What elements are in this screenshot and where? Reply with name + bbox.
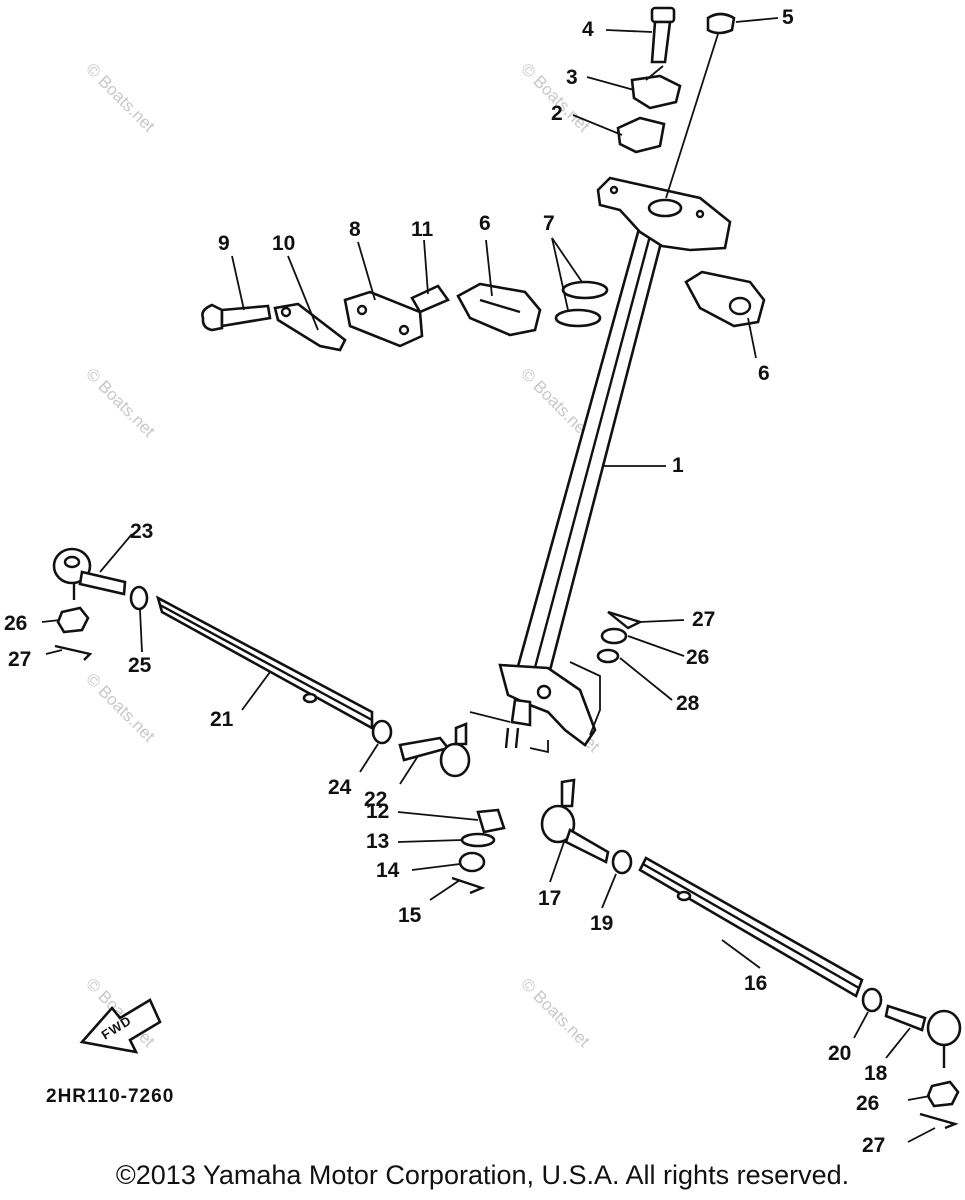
callout-28: 28 xyxy=(676,692,700,715)
steering-column xyxy=(498,176,732,749)
left-bracket-parts xyxy=(201,280,609,352)
callout-21: 21 xyxy=(210,708,234,731)
watermark-text: © Boats.net xyxy=(517,974,594,1051)
callout-7: 7 xyxy=(543,212,555,235)
callout-8: 8 xyxy=(349,218,361,241)
left-tie-rod xyxy=(52,547,471,778)
callout-26-lower-right: 26 xyxy=(856,1092,879,1115)
right-tie-rod xyxy=(540,778,962,1130)
callout-16: 16 xyxy=(744,972,767,995)
watermark-text: © Boats.net xyxy=(82,364,159,441)
callout-18: 18 xyxy=(864,1062,888,1085)
callout-4: 4 xyxy=(582,18,594,41)
callout-10: 10 xyxy=(272,232,295,255)
callout-24: 24 xyxy=(328,776,352,799)
callout-27-left: 27 xyxy=(8,648,31,671)
callout-5: 5 xyxy=(782,6,794,29)
right-clamp xyxy=(684,270,766,328)
copyright-notice: ©2013 Yamaha Motor Corporation, U.S.A. A… xyxy=(115,1160,850,1190)
upper-right-hardware xyxy=(596,610,644,664)
callout-27-upper-right: 27 xyxy=(692,608,715,631)
callout-25: 25 xyxy=(128,654,152,677)
leader-lines xyxy=(41,17,936,1143)
callout-6-left: 6 xyxy=(479,212,491,235)
callout-26-left: 26 xyxy=(4,612,27,635)
callout-12: 12 xyxy=(366,800,389,823)
watermark-layer: © Boats.net © Boats.net © Boats.net © Bo… xyxy=(82,59,604,1051)
lower-hardware xyxy=(451,808,506,895)
callout-13: 13 xyxy=(366,830,389,853)
callout-17: 17 xyxy=(538,887,561,910)
callout-27-lower-right: 27 xyxy=(862,1134,885,1157)
callout-14: 14 xyxy=(376,859,400,882)
upper-parts xyxy=(616,6,736,199)
callout-6-right: 6 xyxy=(758,362,770,385)
callout-1: 1 xyxy=(672,454,684,477)
watermark-text: © Boats.net xyxy=(82,669,159,746)
callout-22: 22 xyxy=(364,788,387,811)
fwd-arrow-icon: FWD xyxy=(79,998,162,1054)
callout-11: 11 xyxy=(411,218,434,241)
callout-15: 15 xyxy=(398,904,422,927)
callout-labels: 1 2 3 4 5 6 6 7 8 9 10 11 12 13 14 15 16… xyxy=(4,6,888,1157)
callout-20: 20 xyxy=(828,1042,851,1065)
callout-3: 3 xyxy=(566,66,578,89)
diagram-part-code: 2HR110-7260 xyxy=(46,1086,174,1107)
watermark-text: © Boats.net xyxy=(82,59,159,136)
callout-9: 9 xyxy=(218,232,230,255)
callout-23: 23 xyxy=(130,520,153,543)
callout-26-upper-right: 26 xyxy=(686,646,709,669)
callout-19: 19 xyxy=(590,912,613,935)
callout-2: 2 xyxy=(551,102,563,125)
